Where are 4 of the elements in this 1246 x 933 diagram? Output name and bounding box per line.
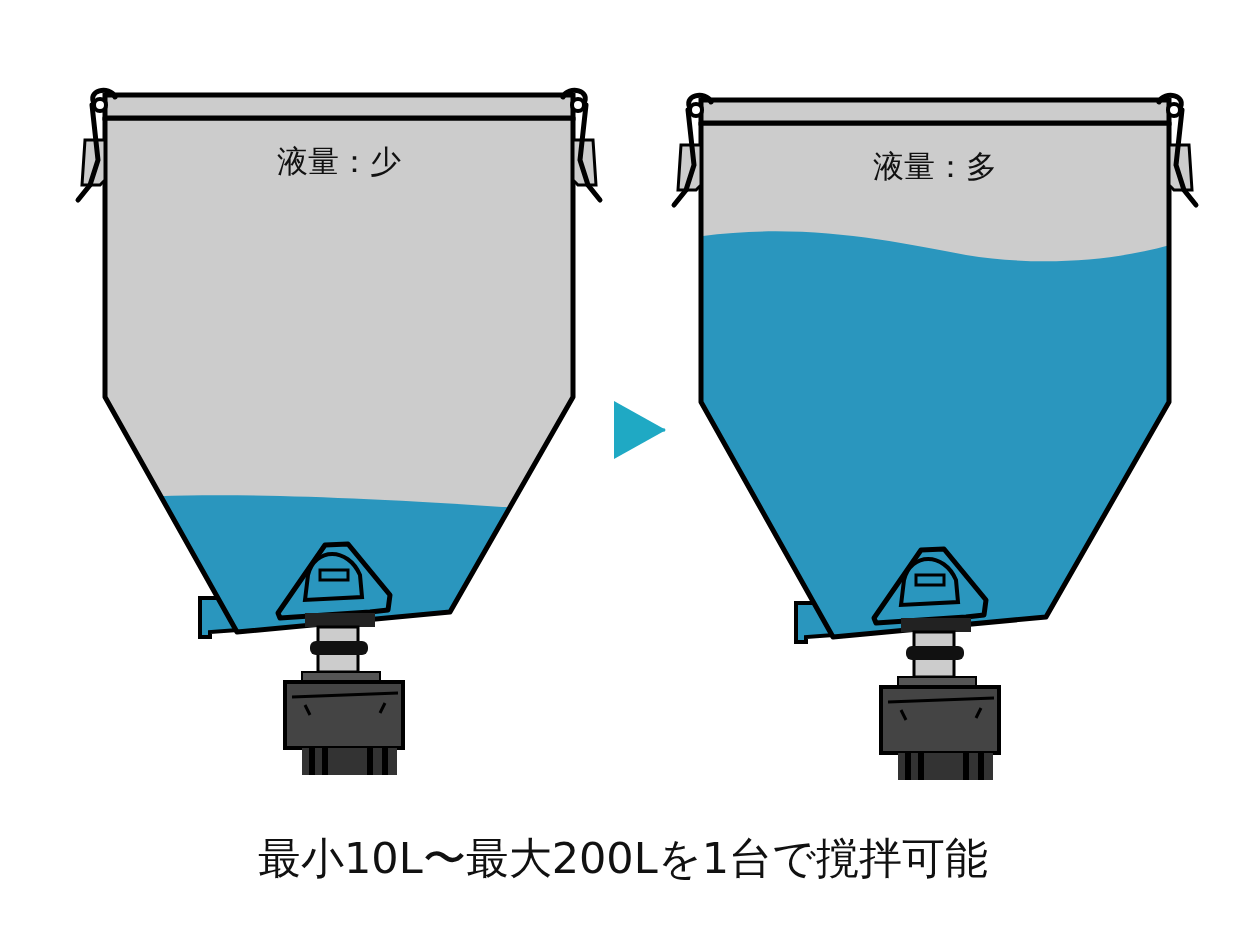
fill-level-label: 液量：少: [276, 142, 402, 181]
fill-level-label: 液量：多: [872, 147, 998, 186]
arrow: [614, 401, 666, 459]
caption: 最小10L〜最大200Lを1台で撹拌可能: [257, 832, 989, 885]
